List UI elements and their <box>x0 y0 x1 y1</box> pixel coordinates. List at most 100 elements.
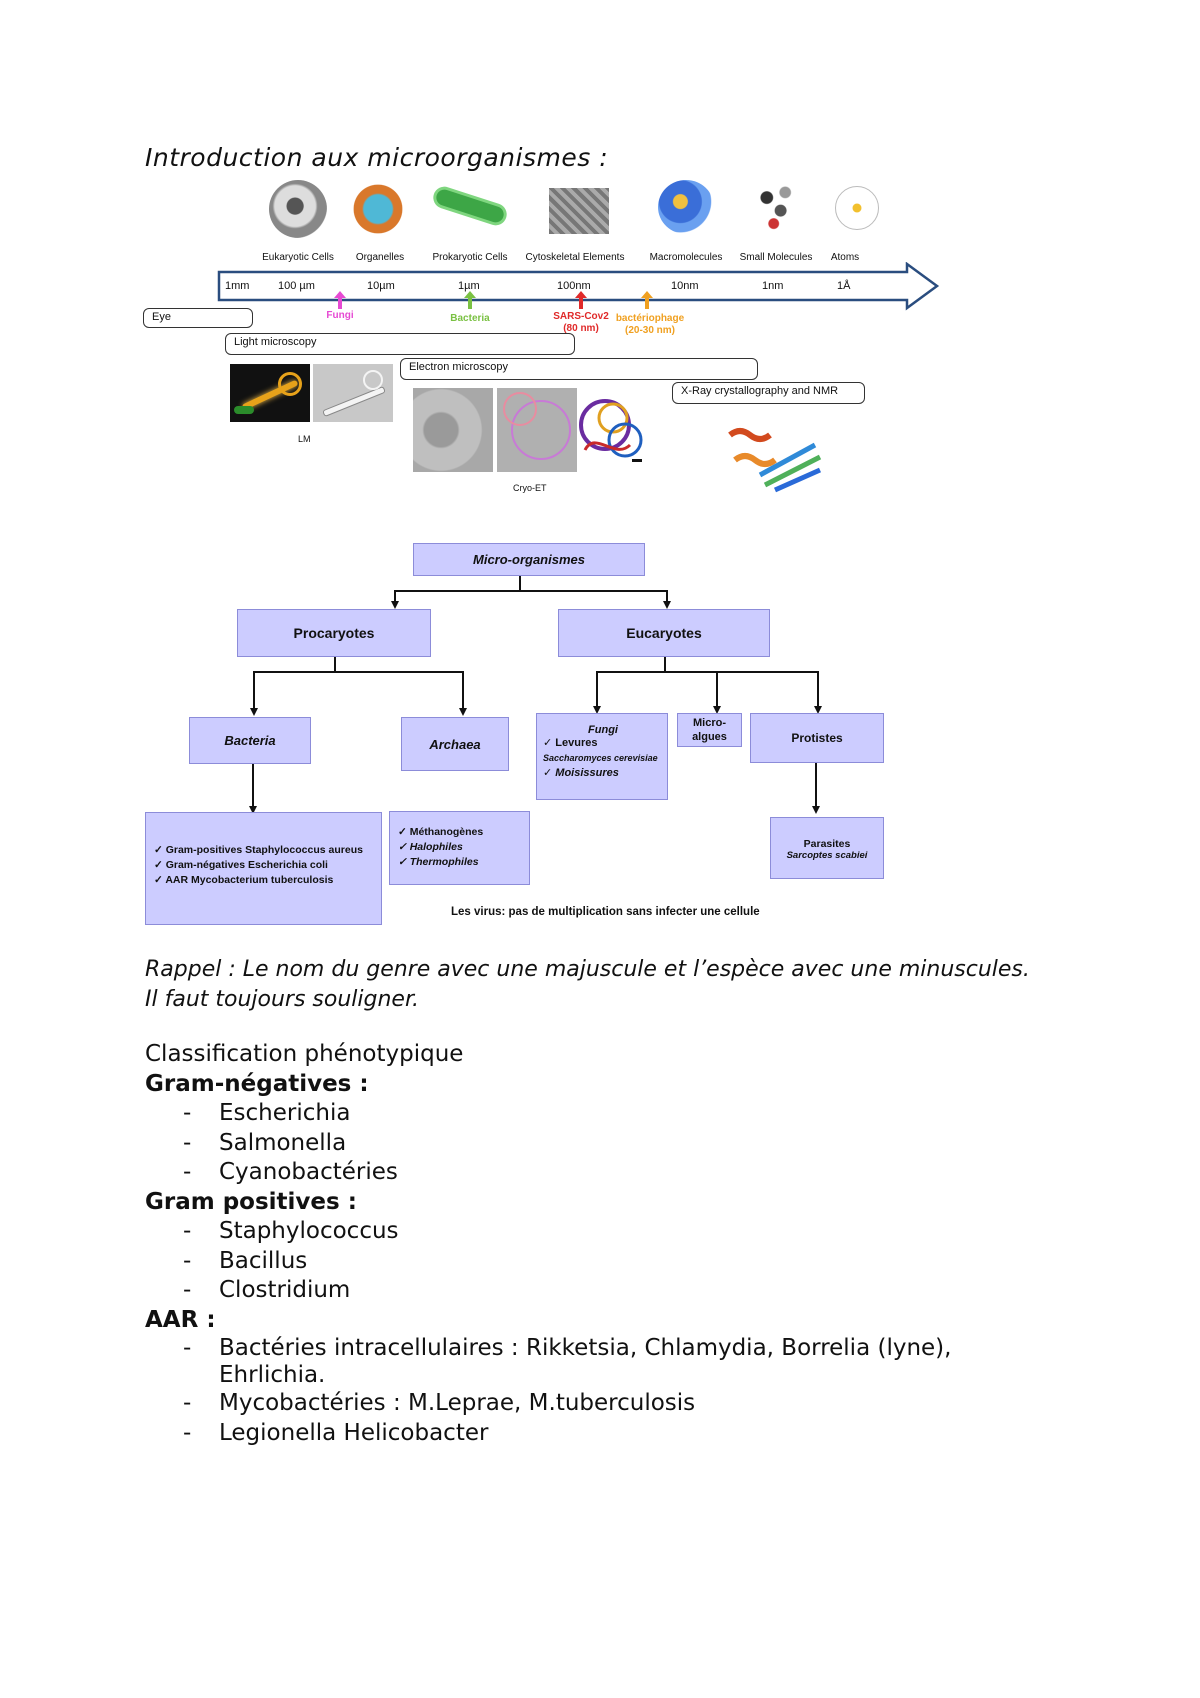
small-molecule-image <box>753 182 799 234</box>
parasites-title: Parasites <box>803 838 851 850</box>
connector <box>334 657 336 671</box>
tick-label: 1µm <box>458 280 480 292</box>
micro-algues-node: Micro- algues <box>677 713 742 747</box>
connector <box>253 671 464 673</box>
fungi-marker: Fungi <box>326 310 354 321</box>
protistes-node: Protistes <box>750 713 884 763</box>
connector <box>664 657 666 671</box>
check-icon: ✓ <box>398 856 410 868</box>
category-label: Cytoskeletal Elements <box>525 252 625 263</box>
virus-structure-image <box>579 399 643 462</box>
eukaryotic-cell-image <box>269 180 327 238</box>
lm-label: LM <box>298 434 311 444</box>
bacteria-marker: Bacteria <box>450 313 490 324</box>
group-title: AAR : <box>145 1306 216 1333</box>
tick-label: 100nm <box>557 280 591 292</box>
category-label: Macromolecules <box>649 252 723 263</box>
fungi-item: ✓ Levures <box>543 737 598 749</box>
scale-arrow <box>217 262 940 311</box>
arrow-head <box>391 601 399 609</box>
scale-figure: Eukaryotic Cells Organelles Prokaryotic … <box>143 180 945 510</box>
tick-label: 100 µm <box>278 280 315 292</box>
connector <box>394 590 396 602</box>
tick-label: 1mm <box>225 280 250 292</box>
archaea-list-item: ✓ Thermophiles <box>398 856 479 868</box>
connector <box>817 671 819 707</box>
xray-nmr-range: X-Ray crystallography and NMR <box>672 382 865 404</box>
connector <box>253 671 255 709</box>
archaea-list-box: ✓ Méthanogènes ✓ Halophiles ✓ Thermophil… <box>389 811 530 885</box>
bacteria-node: Bacteria <box>189 717 311 764</box>
arrow-head <box>250 708 258 716</box>
fungi-arrow-icon <box>334 291 346 309</box>
microorganism-tree: Micro-organismes Procaryotes Eucaryotes … <box>145 543 884 925</box>
arrow-head <box>249 806 257 814</box>
check-icon: ✓ <box>154 874 166 886</box>
arrow-head <box>663 601 671 609</box>
tick-label: 10nm <box>671 280 699 292</box>
group-list: Staphylococcus Bacillus Clostridium <box>145 1217 1045 1306</box>
lm-brightfield-image <box>313 364 393 422</box>
list-item: Staphylococcus <box>145 1217 1045 1247</box>
sars-arrow-icon <box>575 291 587 309</box>
list-item: Cyanobactéries <box>145 1158 1045 1188</box>
list-item: Clostridium <box>145 1276 1045 1306</box>
connector <box>716 671 718 707</box>
connector <box>596 671 598 707</box>
cryo-et-image-1 <box>413 388 493 472</box>
eucaryotes-node: Eucaryotes <box>558 609 770 657</box>
tick-label: 1nm <box>762 280 784 292</box>
fungi-node: Fungi ✓ Levures Saccharomyces cerevisiae… <box>536 713 668 800</box>
eye-range: Eye <box>143 308 253 328</box>
connector <box>252 764 254 808</box>
group-title: Gram-négatives : <box>145 1070 369 1097</box>
check-icon: ✓ <box>543 737 556 749</box>
tick-label: 10µm <box>367 280 395 292</box>
archaea-list-item: ✓ Méthanogènes <box>398 826 484 838</box>
connector <box>394 590 668 592</box>
list-item: Bacillus <box>145 1247 1045 1277</box>
check-icon: ✓ <box>398 826 410 838</box>
connector <box>462 671 464 709</box>
list-item: Salmonella <box>145 1129 1045 1159</box>
bacteria-arrow-icon <box>464 291 476 309</box>
bacteria-list-item: ✓ Gram-négatives Escherichia coli <box>154 859 328 871</box>
cytoskeletal-image <box>549 188 609 234</box>
lm-fluorescence-image <box>230 364 310 422</box>
connector <box>596 671 819 673</box>
list-item: Legionella Helicobacter <box>145 1419 1045 1449</box>
parasites-box: Parasites Sarcoptes scabiei <box>770 817 884 879</box>
fungi-item: ✓ Moisissures <box>543 767 619 779</box>
arrow-head <box>459 708 467 716</box>
classification-section: Classification phénotypique Gram-négativ… <box>145 1040 1045 1448</box>
procaryotes-node: Procaryotes <box>237 609 431 657</box>
bacteria-list-item: ✓ Gram-positives Staphylococcus aureus <box>154 844 363 856</box>
category-label: Eukaryotic Cells <box>262 252 334 263</box>
category-label: Small Molecules <box>739 252 813 263</box>
classification-heading: Classification phénotypique <box>145 1041 464 1067</box>
connector <box>815 763 817 807</box>
organelle-image <box>353 184 403 234</box>
arrow-head <box>593 706 601 714</box>
light-microscopy-range: Light microscopy <box>225 333 575 355</box>
category-label: Prokaryotic Cells <box>432 252 508 263</box>
list-item: Escherichia <box>145 1099 1045 1129</box>
phage-arrow-icon <box>641 291 653 309</box>
group-title: Gram positives : <box>145 1188 357 1215</box>
macromolecule-image <box>658 180 714 234</box>
arrow-head <box>814 706 822 714</box>
check-icon: ✓ <box>154 844 166 856</box>
group-list: Bactéries intracellulaires : Rikketsia, … <box>145 1335 1045 1448</box>
phage-marker: bactériophage (20-30 nm) <box>615 313 685 336</box>
list-item: Bactéries intracellulaires : Rikketsia, … <box>145 1335 1045 1389</box>
rappel-note: Rappel : Le nom du genre avec une majusc… <box>145 957 1030 1012</box>
check-icon: ✓ <box>154 859 166 871</box>
tick-label: 1Å <box>837 280 851 292</box>
atom-image <box>835 186 879 230</box>
protein-structure-image <box>728 428 822 493</box>
connector <box>666 590 668 602</box>
check-icon: ✓ <box>398 841 410 853</box>
archaea-list-item: ✓ Halophiles <box>398 841 463 853</box>
category-label: Atoms <box>830 252 860 263</box>
group-list: Escherichia Salmonella Cyanobactéries <box>145 1099 1045 1188</box>
